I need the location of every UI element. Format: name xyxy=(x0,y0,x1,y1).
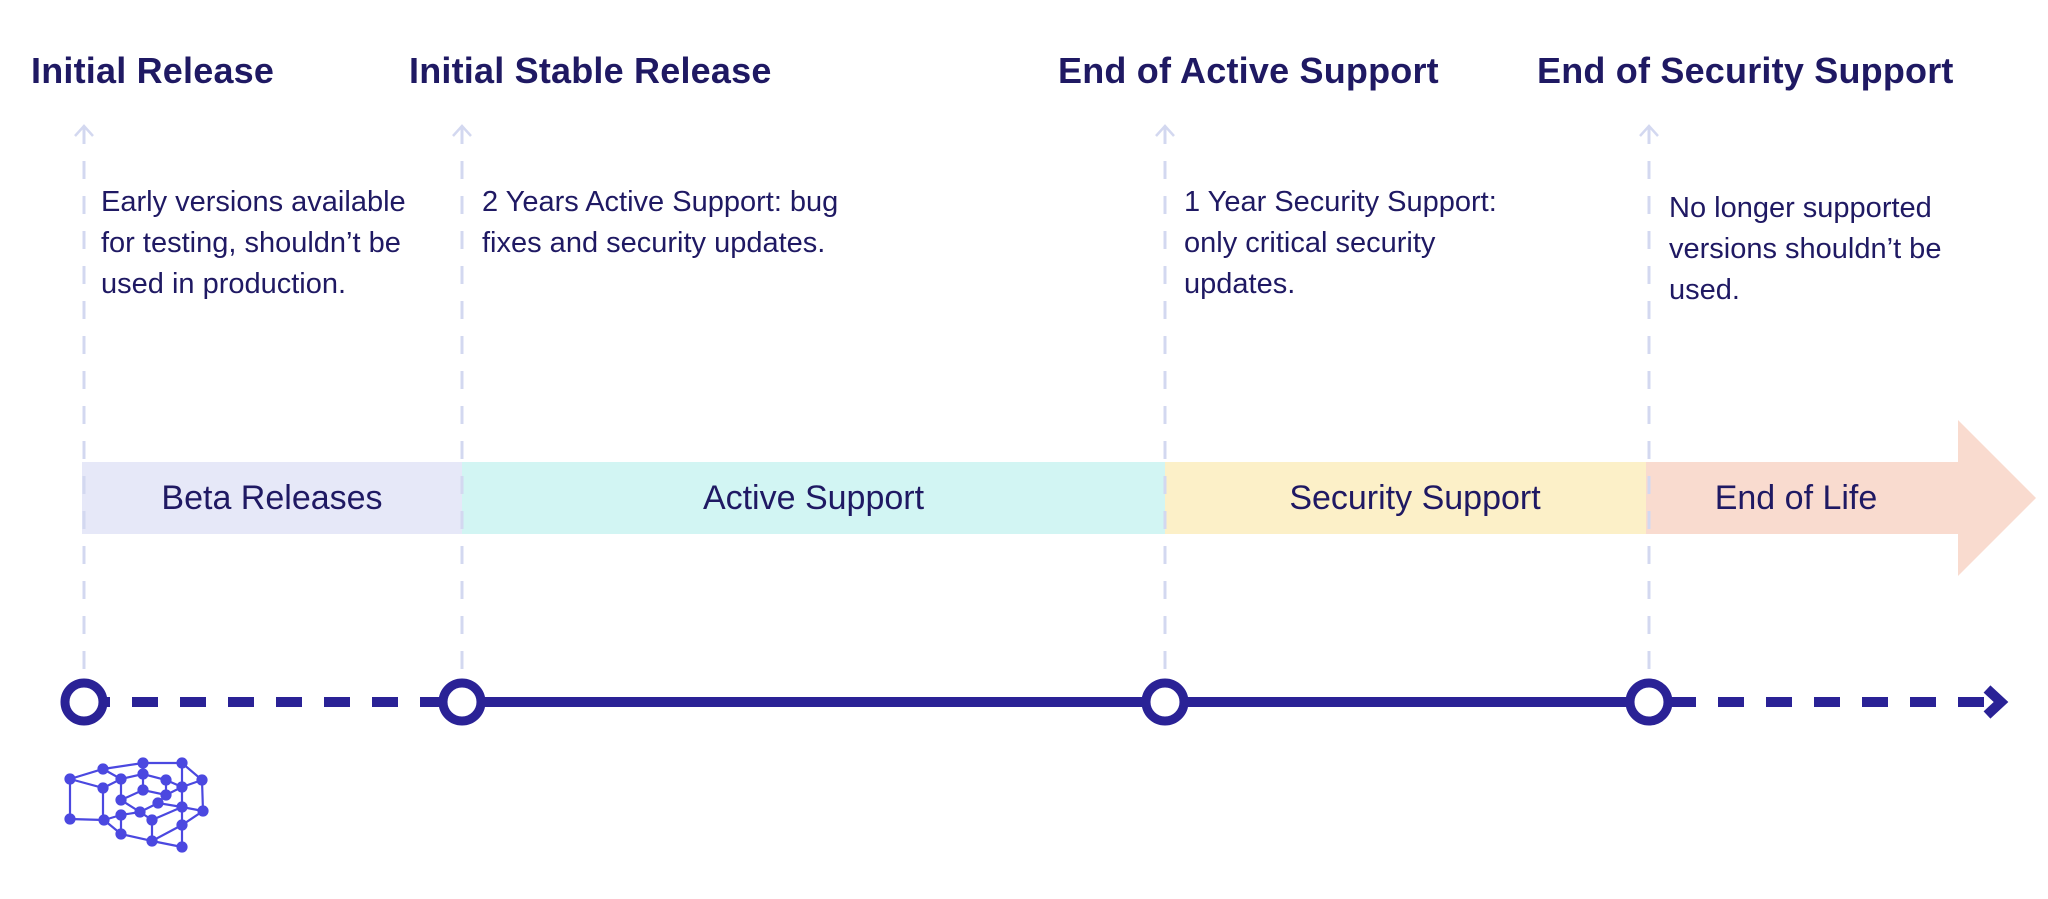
timeline-node-end-of-security-support xyxy=(1625,678,1673,726)
milestone-title-initial-stable-release: Initial Stable Release xyxy=(409,50,772,91)
guide-line-initial-release xyxy=(74,124,94,690)
milestone-description-initial-stable-release: 2 Years Active Support: bug fixes and se… xyxy=(482,186,839,259)
guide-line-initial-stable-release xyxy=(452,124,472,690)
phase-bar-end-of-life-arrow xyxy=(1646,420,2036,576)
timeline-node-end-of-active-support xyxy=(1141,678,1189,726)
guide-line-end-of-security-support xyxy=(1639,124,1659,690)
milestone-description-initial-release: Early versions available for testing, sh… xyxy=(101,186,406,300)
phase-label-active-support: Active Support xyxy=(702,479,925,517)
phase-bar-security-support xyxy=(1165,462,1646,534)
milestone-title-initial-release: Initial Release xyxy=(31,50,275,91)
phase-label-beta-releases: Beta Releases xyxy=(161,479,383,517)
phase-bar-active-support xyxy=(462,462,1165,534)
timeline-node-initial-stable-release xyxy=(438,678,486,726)
timeline-arrow-head xyxy=(1983,685,2009,719)
network-cube-logo xyxy=(64,757,209,853)
milestone-title-end-of-active-support: End of Active Support xyxy=(1058,50,1439,91)
milestone-title-end-of-security-support: End of Security Support xyxy=(1537,50,1954,91)
phase-bar-beta xyxy=(82,462,462,534)
phase-label-security-support: Security Support xyxy=(1289,479,1541,517)
phase-label-end-of-life: End of Life xyxy=(1714,479,1878,517)
milestone-description-end-of-security-support: No longer supported versions shouldn’t b… xyxy=(1669,192,1942,306)
milestone-description-end-of-active-support: 1 Year Security Support: only critical s… xyxy=(1184,186,1497,300)
timeline-node-initial-release xyxy=(60,678,108,726)
guide-line-end-of-active-support xyxy=(1155,124,1175,690)
